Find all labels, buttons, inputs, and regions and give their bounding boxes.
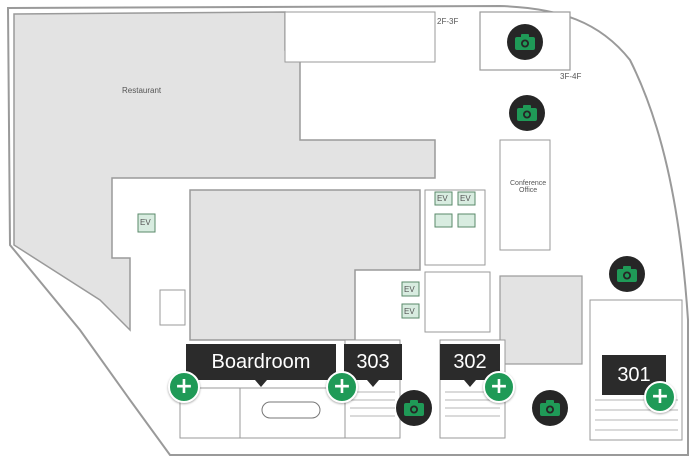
add-301-button[interactable]: + (644, 381, 676, 413)
camera-icon[interactable] (396, 390, 432, 426)
room-label-303[interactable]: 303 (344, 344, 402, 387)
stairs-2f-3f-label: 2F-3F (437, 17, 459, 26)
stairs-3f-4f-label: 3F-4F (560, 72, 582, 81)
camera-icon[interactable] (609, 256, 645, 292)
conference-office-area (499, 139, 551, 251)
add-303-button[interactable]: + (326, 371, 358, 403)
north-corridor (284, 11, 436, 63)
add-302-button[interactable]: + (483, 371, 515, 403)
east-gray-area (499, 275, 583, 365)
elevator-icon (457, 213, 476, 228)
elevator-icon (434, 191, 453, 206)
elevator-label: EV (404, 285, 415, 294)
elevator-icon (457, 191, 476, 206)
restroom-block (424, 271, 491, 333)
elevator-group (137, 191, 476, 319)
elevator-label: EV (460, 194, 471, 203)
elevator-icon (137, 213, 156, 233)
camera-icon[interactable] (509, 95, 545, 131)
elevator-icon (434, 213, 453, 228)
elevator-icon (401, 281, 420, 297)
camera-icon[interactable] (507, 24, 543, 60)
elevator-label: EV (140, 218, 151, 227)
elevator-icon (401, 303, 420, 319)
add-boardroom-button[interactable]: + (168, 371, 200, 403)
room-label-boardroom[interactable]: Boardroom (186, 344, 336, 387)
elevator-label: EV (437, 194, 448, 203)
stair-west (159, 289, 186, 326)
camera-icon[interactable] (532, 390, 568, 426)
elevator-label: EV (404, 307, 415, 316)
conference-table (261, 401, 321, 419)
room-label-302[interactable]: 302 (440, 344, 500, 387)
restaurant-label: Restaurant (122, 86, 162, 95)
core-block (424, 189, 486, 266)
conference-office-label: Conference Office (510, 180, 547, 194)
central-hall-area (189, 189, 421, 341)
